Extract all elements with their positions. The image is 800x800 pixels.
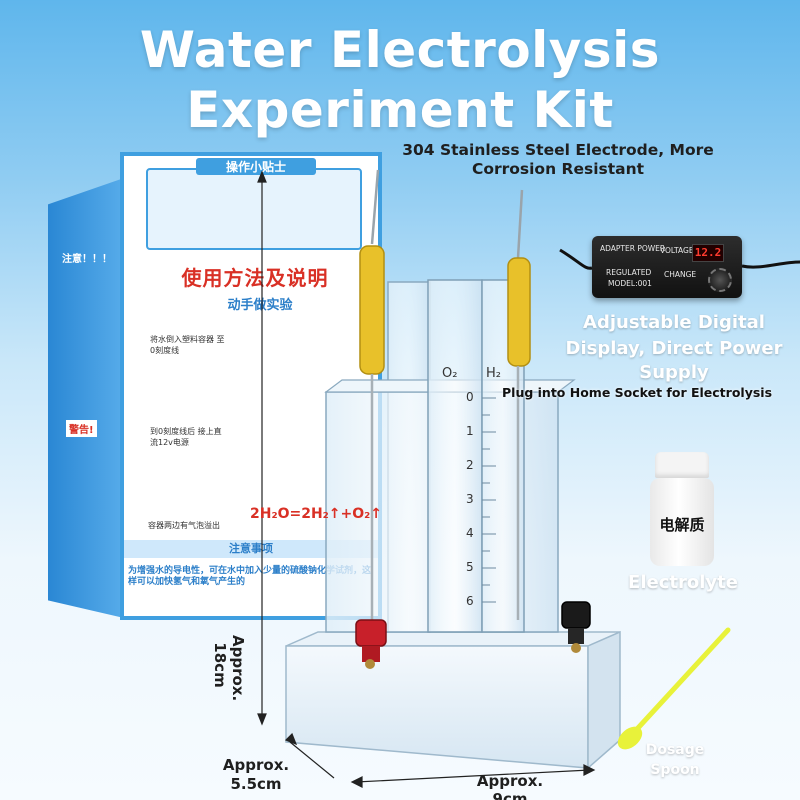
scale-2: 2 [466, 458, 474, 472]
dimension-lines [257, 170, 596, 788]
height-dim-line-2: 18cm [211, 642, 229, 688]
scale-6: 6 [466, 594, 474, 608]
left-electrode-wire [359, 169, 385, 620]
box-step-2: 到0刻度线后 接上直流12v电源 [150, 427, 222, 447]
acrylic-base [285, 630, 621, 770]
box-step-1: 将水倒入塑料容器 至0刻度线 [150, 335, 225, 355]
psu-voltage-label: VOLTAGE [660, 246, 694, 255]
scale-5: 5 [466, 560, 474, 574]
black-terminal [561, 601, 591, 653]
dosage-spoon [617, 627, 731, 750]
box-tip-panel [146, 168, 362, 250]
bottle-cap [655, 452, 709, 478]
psu-regulated: REGULATED [606, 268, 652, 277]
electrolyte-callout: Electrolyte [628, 572, 738, 593]
psu-voltage-display: 12.2 [692, 244, 724, 262]
title-line-2: Experiment Kit [186, 81, 614, 139]
depth-dim-line-2: 5.5cm [230, 775, 282, 793]
red-terminal [355, 619, 387, 669]
box-step-3: 容器两边有气泡溢出 [148, 521, 220, 530]
scale-3: 3 [466, 492, 474, 506]
hydrogen-label: H₂ [486, 366, 501, 381]
box-tip-title: 操作小贴士 [196, 158, 316, 175]
spoon-callout-line-1: Dosage [645, 742, 705, 758]
electrode-callout-line-1: 304 Stainless Steel Electrode, More [402, 141, 714, 159]
plug-callout: Plug into Home Socket for Electrolysis [502, 385, 773, 400]
power-callout-line-3: Supply [639, 362, 709, 383]
title-line-1: Water Electrolysis [139, 21, 661, 79]
psu-brand: ADAPTER POWER [600, 244, 666, 253]
oxygen-label: O₂ [442, 366, 458, 381]
power-callout-line-1: Adjustable Digital [583, 312, 765, 333]
box-usage-title: 使用方法及说明 [181, 266, 329, 290]
box-warning2-title: 警告! [66, 420, 97, 437]
electrolyte-bottle [650, 478, 714, 566]
measurement-scale [482, 397, 496, 603]
height-dim-line-1: Approx. [229, 635, 247, 702]
box-equation: 2H₂O=2H₂↑+O₂↑ [250, 506, 383, 522]
box-notice-text: 为增强水的导电性，可在水中加入少量的硫酸钠化学试剂，这样可以加快氢气和氧气产生的 [128, 566, 372, 587]
oxygen-tube [427, 279, 483, 633]
electrode-callout-line-2: Corrosion Resistant [471, 160, 645, 178]
box-warning-title: 注意！！！ [62, 254, 112, 265]
width-dim-line-1: Approx. [476, 772, 544, 790]
scale-0: 0 [466, 390, 474, 404]
psu-change-label: CHANGE [664, 270, 697, 279]
width-dim-line-2: 9cm [492, 790, 528, 800]
box-usage-subtitle: 动手做实验 [227, 298, 293, 313]
psu-voltage-knob [708, 268, 732, 292]
right-electrode-wire [507, 189, 531, 620]
psu-model: MODEL:001 [608, 279, 652, 288]
scale-1: 1 [466, 424, 474, 438]
scale-4: 4 [466, 526, 474, 540]
power-callout-line-2: Display, Direct Power [565, 338, 783, 359]
box-side-panel [48, 178, 124, 618]
bottle-label: 电解质 [659, 516, 705, 534]
depth-dim-line-1: Approx. [222, 756, 290, 774]
spoon-callout-line-2: Spoon [650, 762, 700, 778]
